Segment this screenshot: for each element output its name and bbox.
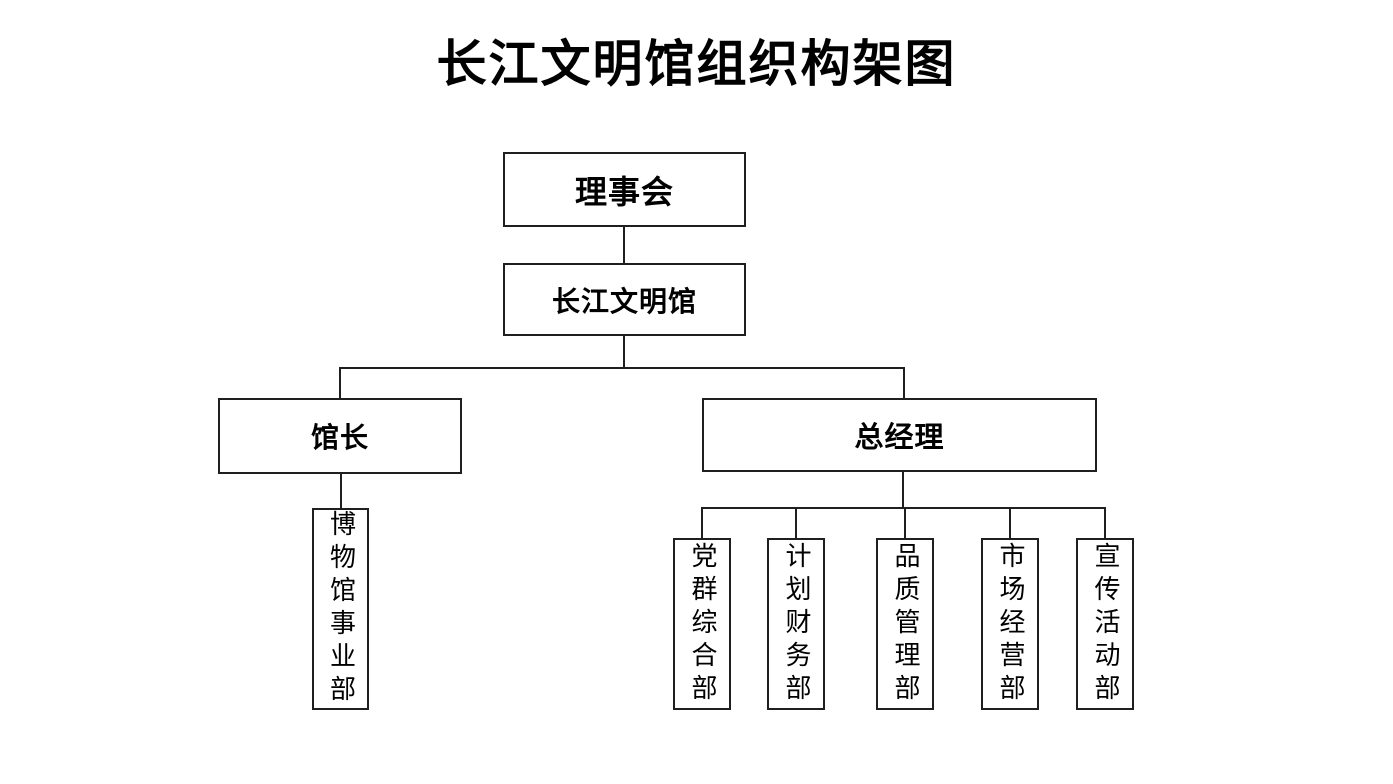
connector-stub-dept-5 [1104,507,1106,539]
org-box-dept-quality-management-label: 品质管理部 [891,541,920,707]
org-box-dept-party-mass: 党群综合部 [673,538,731,710]
org-box-dept-quality-management: 品质管理部 [876,538,934,710]
connector-stub-dept-2 [795,507,797,539]
org-box-dept-planning-finance: 计划财务部 [767,538,825,710]
connector-general-manager-down [902,470,904,509]
org-box-general-manager-label: 总经理 [854,422,945,454]
org-box-dept-market-operations: 市场经营部 [981,538,1039,710]
connector-drop-director [339,367,341,399]
org-box-general-manager: 总经理 [702,398,1097,472]
connector-gm-horizontal [701,507,1106,509]
connector-level3-horizontal [339,367,905,369]
org-box-dept-planning-finance-label: 计划财务部 [782,541,811,707]
connector-institution-down [623,335,625,368]
org-box-institution-label: 长江文明馆 [551,286,697,318]
org-box-dept-museum-business-label: 博物馆事业部 [326,510,356,708]
chart-title: 长江文明馆组织构架图 [436,36,957,92]
org-box-board-label: 理事会 [574,173,674,210]
org-box-director-label: 馆长 [310,423,369,454]
connector-board-to-institution [623,226,625,264]
connector-stub-dept-1 [701,507,703,539]
org-box-institution: 长江文明馆 [503,263,746,336]
org-box-dept-museum-business: 博物馆事业部 [312,508,369,710]
org-box-dept-party-mass-label: 党群综合部 [688,541,717,707]
connector-drop-general-manager [903,367,905,399]
connector-stub-dept-4 [1009,507,1011,539]
org-box-dept-publicity-events: 宣传活动部 [1076,538,1134,710]
org-box-dept-publicity-events-label: 宣传活动部 [1091,541,1120,707]
connector-stub-dept-3 [904,507,906,539]
org-box-dept-market-operations-label: 市场经营部 [996,541,1025,707]
connector-director-down [340,472,342,509]
org-box-director: 馆长 [218,398,462,474]
org-box-board: 理事会 [503,152,746,227]
